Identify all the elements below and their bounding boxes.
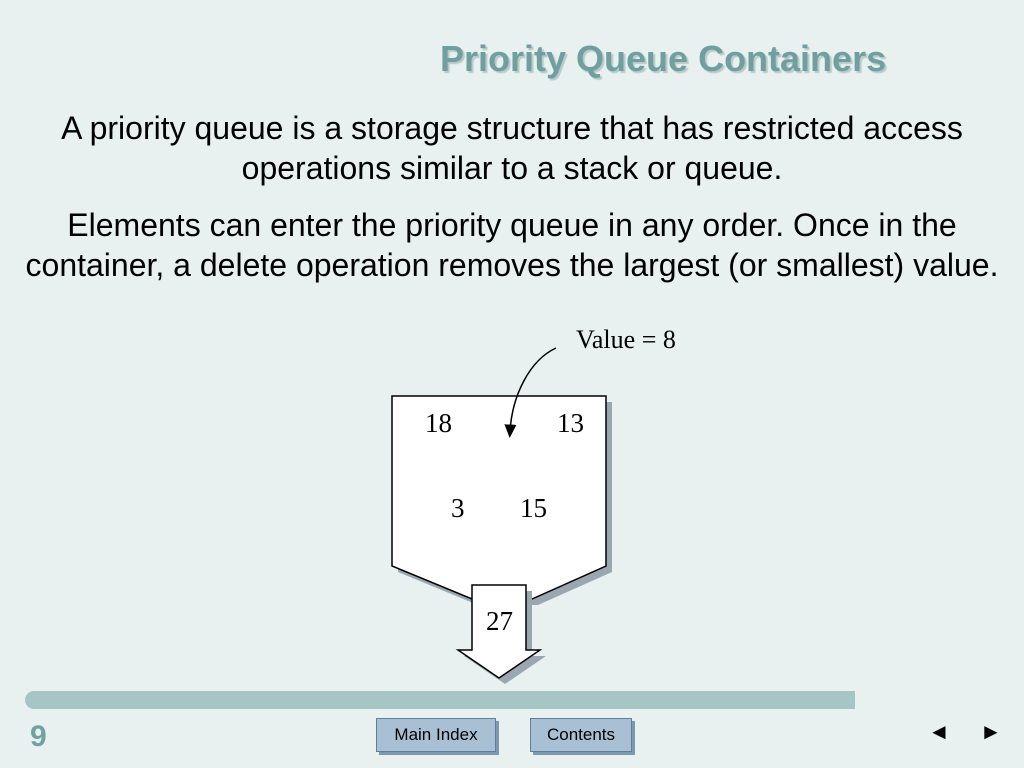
container-value: 3	[451, 493, 465, 523]
footer-bar	[25, 691, 855, 709]
contents-button[interactable]: Contents	[530, 718, 632, 752]
output-value: 27	[486, 606, 513, 636]
previous-slide-icon[interactable]: ◄	[928, 719, 950, 744]
container-value: 15	[520, 493, 547, 523]
main-index-button[interactable]: Main Index	[376, 718, 496, 752]
slide-title: Priority Queue Containers	[440, 38, 887, 79]
paragraph-definition: A priority queue is a storage structure …	[61, 110, 963, 186]
slide-number: 9	[30, 720, 47, 753]
next-slide-icon[interactable]: ►	[980, 719, 1002, 744]
container-value: 13	[557, 408, 584, 438]
container-value: 18	[425, 408, 452, 438]
insert-value-label: Value = 8	[576, 325, 676, 354]
output-arrow	[455, 584, 543, 679]
insert-arrow	[504, 347, 557, 438]
paragraph-operation: Elements can enter the priority queue in…	[25, 207, 999, 283]
